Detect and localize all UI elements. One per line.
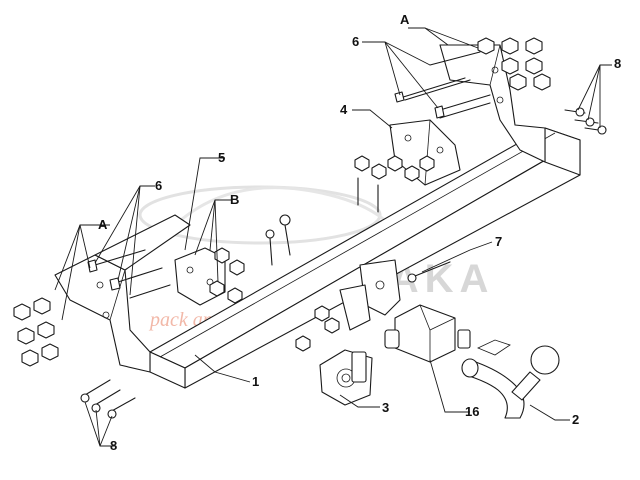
leaders bbox=[54, 27, 612, 447]
hardware-a-left bbox=[13, 297, 59, 367]
callout-8-bottom: 8 bbox=[110, 438, 117, 453]
callout-4: 4 bbox=[340, 102, 348, 117]
callout-b: B bbox=[230, 192, 239, 207]
hardware-5 bbox=[265, 214, 291, 266]
callout-8-right: 8 bbox=[614, 56, 621, 71]
bolts-6-left bbox=[87, 249, 171, 299]
hardware-a-top bbox=[477, 37, 551, 91]
callout-labels: A 6 8 4 5 6 B A 7 1 3 16 2 8 bbox=[98, 12, 621, 453]
callout-6-top: 6 bbox=[352, 34, 359, 49]
callout-a-top: A bbox=[400, 12, 410, 27]
center-bracket bbox=[389, 119, 461, 186]
electrical-module bbox=[384, 304, 471, 363]
callout-7: 7 bbox=[495, 234, 502, 249]
bolts-8-bottom bbox=[80, 379, 136, 419]
callout-1: 1 bbox=[252, 374, 259, 389]
callout-5: 5 bbox=[218, 150, 225, 165]
callout-6-left: 6 bbox=[155, 178, 162, 193]
socket-plate bbox=[319, 349, 373, 406]
hook-mount bbox=[339, 259, 401, 331]
tow-ball bbox=[461, 339, 560, 419]
callout-3: 3 bbox=[382, 400, 389, 415]
bolts-6-top bbox=[394, 51, 491, 119]
callout-16: 16 bbox=[465, 404, 479, 419]
hardware-4 bbox=[354, 155, 435, 213]
hardware-7 bbox=[295, 261, 451, 352]
callout-2: 2 bbox=[572, 412, 579, 427]
left-bracket bbox=[54, 214, 191, 373]
callout-a-left: A bbox=[98, 217, 108, 232]
hardware-b bbox=[209, 247, 245, 304]
right-bracket bbox=[439, 44, 546, 163]
